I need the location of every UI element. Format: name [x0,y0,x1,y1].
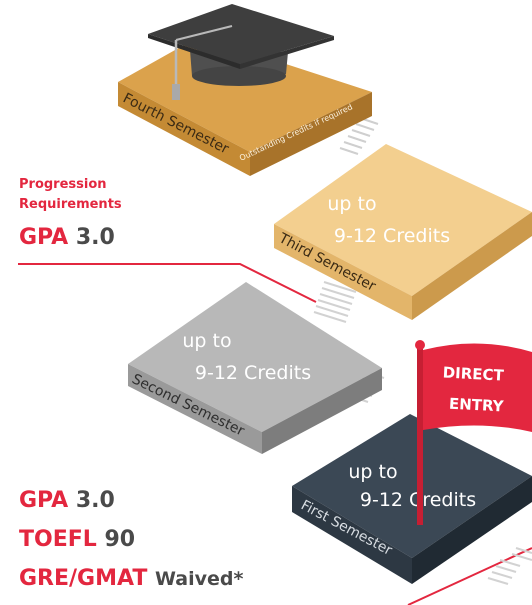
first-semester-block: First Semester up to 9-12 Credits [292,414,532,584]
progression-gpa-label: GPA [19,225,69,250]
admission-gre-label: GRE/GMAT [19,566,148,591]
admission-gpa-label: GPA [19,488,69,513]
second-semester-line1: up to [182,330,231,352]
progression-connector-line [18,263,317,303]
admission-gre: GRE/GMAT Waived* [19,566,243,591]
admission-gpa-value: 3.0 [75,488,115,513]
progression-heading-line2: Requirements [19,197,122,212]
flag-line1: DIRECT [442,363,505,384]
admission-toefl-label: TOEFL [19,527,97,552]
stair-steps-bottom [487,547,532,585]
third-semester-line1: up to [327,193,376,215]
progression-gpa: GPA 3.0 [19,225,115,250]
third-semester-line2: 9-12 Credits [334,225,450,247]
admission-gre-value: Waived* [155,568,244,590]
third-semester-block: Third Semester up to 9-12 Credits [274,144,532,320]
progression-heading: Progression Requirements [19,175,122,215]
admission-connector-line [407,547,532,605]
graduation-cap-icon [148,4,334,100]
stair-steps-third-second [313,281,357,323]
admission-gpa: GPA 3.0 [19,488,115,513]
flag-icon: DIRECT ENTRY [415,340,532,525]
admission-toefl: TOEFL 90 [19,527,135,552]
admission-toefl-value: 90 [104,527,136,552]
first-semester-line1: up to [348,461,397,483]
second-semester-line2: 9-12 Credits [195,362,311,384]
flag-line2: ENTRY [449,395,506,416]
progression-gpa-value: 3.0 [75,225,115,250]
progression-heading-line1: Progression [19,177,107,192]
